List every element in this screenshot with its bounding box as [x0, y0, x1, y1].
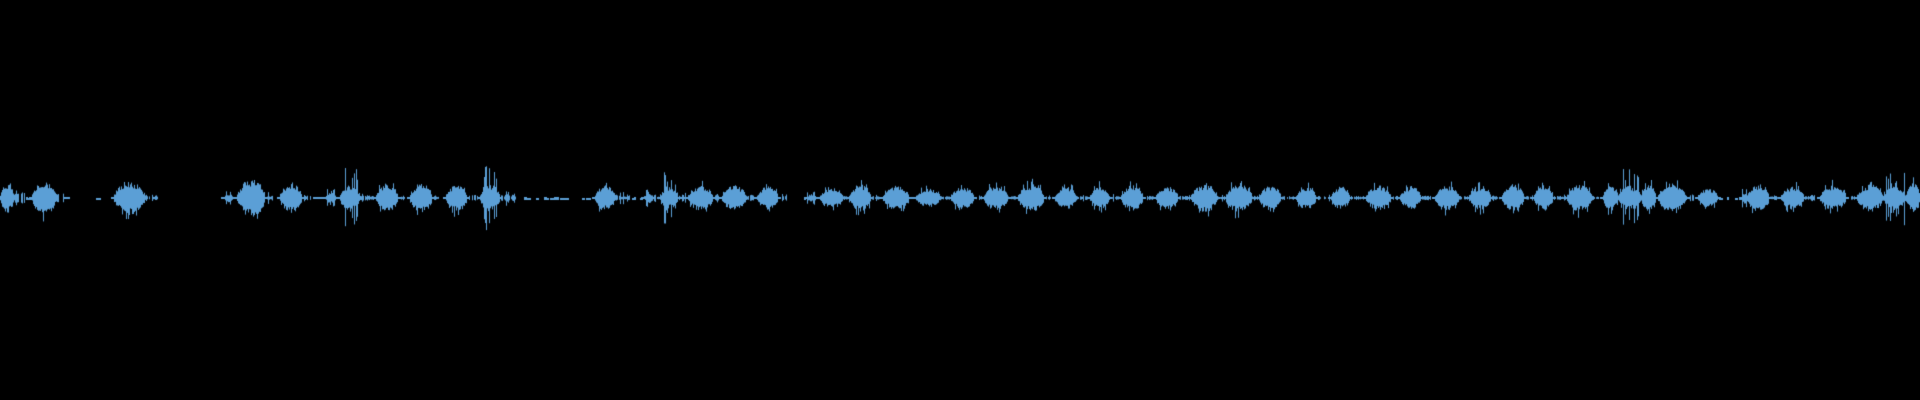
- audio-waveform-view: [0, 0, 1920, 400]
- screenshot-root: { "chart_data": { "type": "area", "subty…: [0, 0, 1920, 400]
- waveform-plot: [0, 0, 1920, 400]
